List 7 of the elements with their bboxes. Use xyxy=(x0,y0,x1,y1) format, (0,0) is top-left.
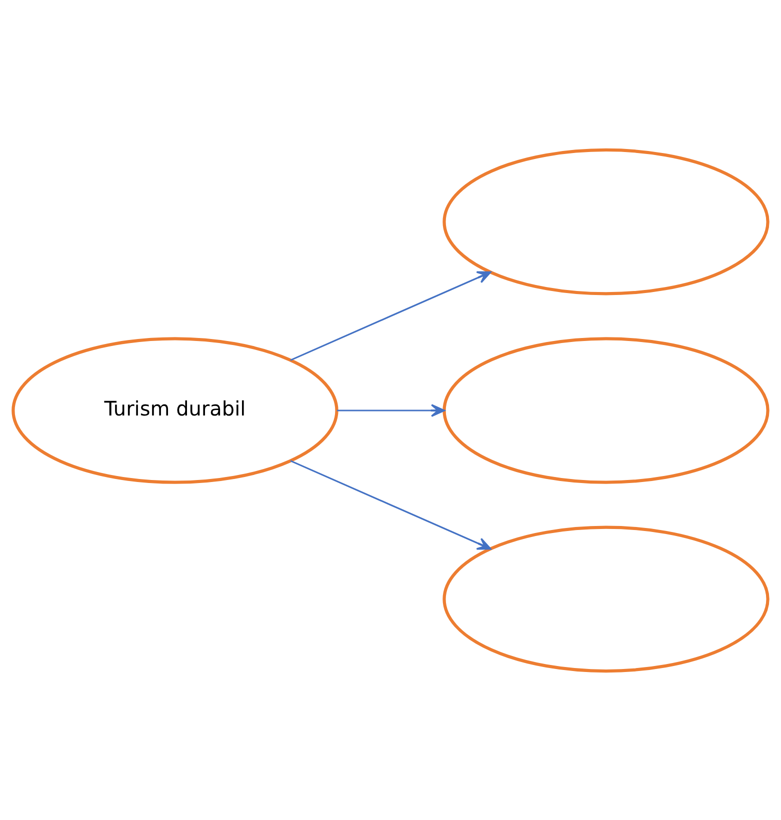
node-ellipse xyxy=(442,148,770,295)
node-ellipse xyxy=(442,525,770,672)
node-ellipse: Turism durabil xyxy=(12,336,338,484)
arrow xyxy=(290,270,492,360)
arrow xyxy=(337,404,445,416)
arrow xyxy=(290,460,492,550)
node-ellipse xyxy=(442,336,770,484)
